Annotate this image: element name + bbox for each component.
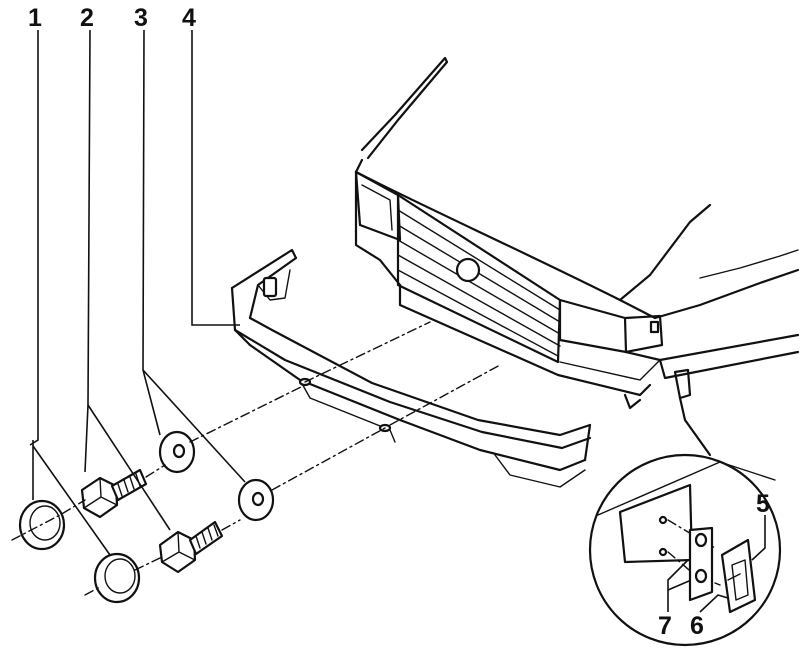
callout-3: 3: [134, 4, 148, 32]
bolt-upper: [80, 468, 148, 519]
cap-lower: [93, 552, 141, 604]
callout-1: 1: [28, 4, 42, 32]
callout-2: 2: [80, 4, 94, 32]
washer-lower: [237, 478, 275, 522]
bolt-lower: [158, 520, 224, 574]
assembly-axes: [11, 321, 501, 596]
washer-upper: [158, 430, 196, 474]
callout-7: 7: [658, 612, 672, 640]
callout-6: 6: [690, 612, 704, 640]
leader-lines: [29, 29, 766, 613]
detail-inset: [588, 396, 782, 647]
callout-4: 4: [182, 4, 196, 32]
bumper: [230, 248, 592, 488]
callout-5: 5: [756, 490, 770, 518]
car-front: [354, 56, 800, 410]
